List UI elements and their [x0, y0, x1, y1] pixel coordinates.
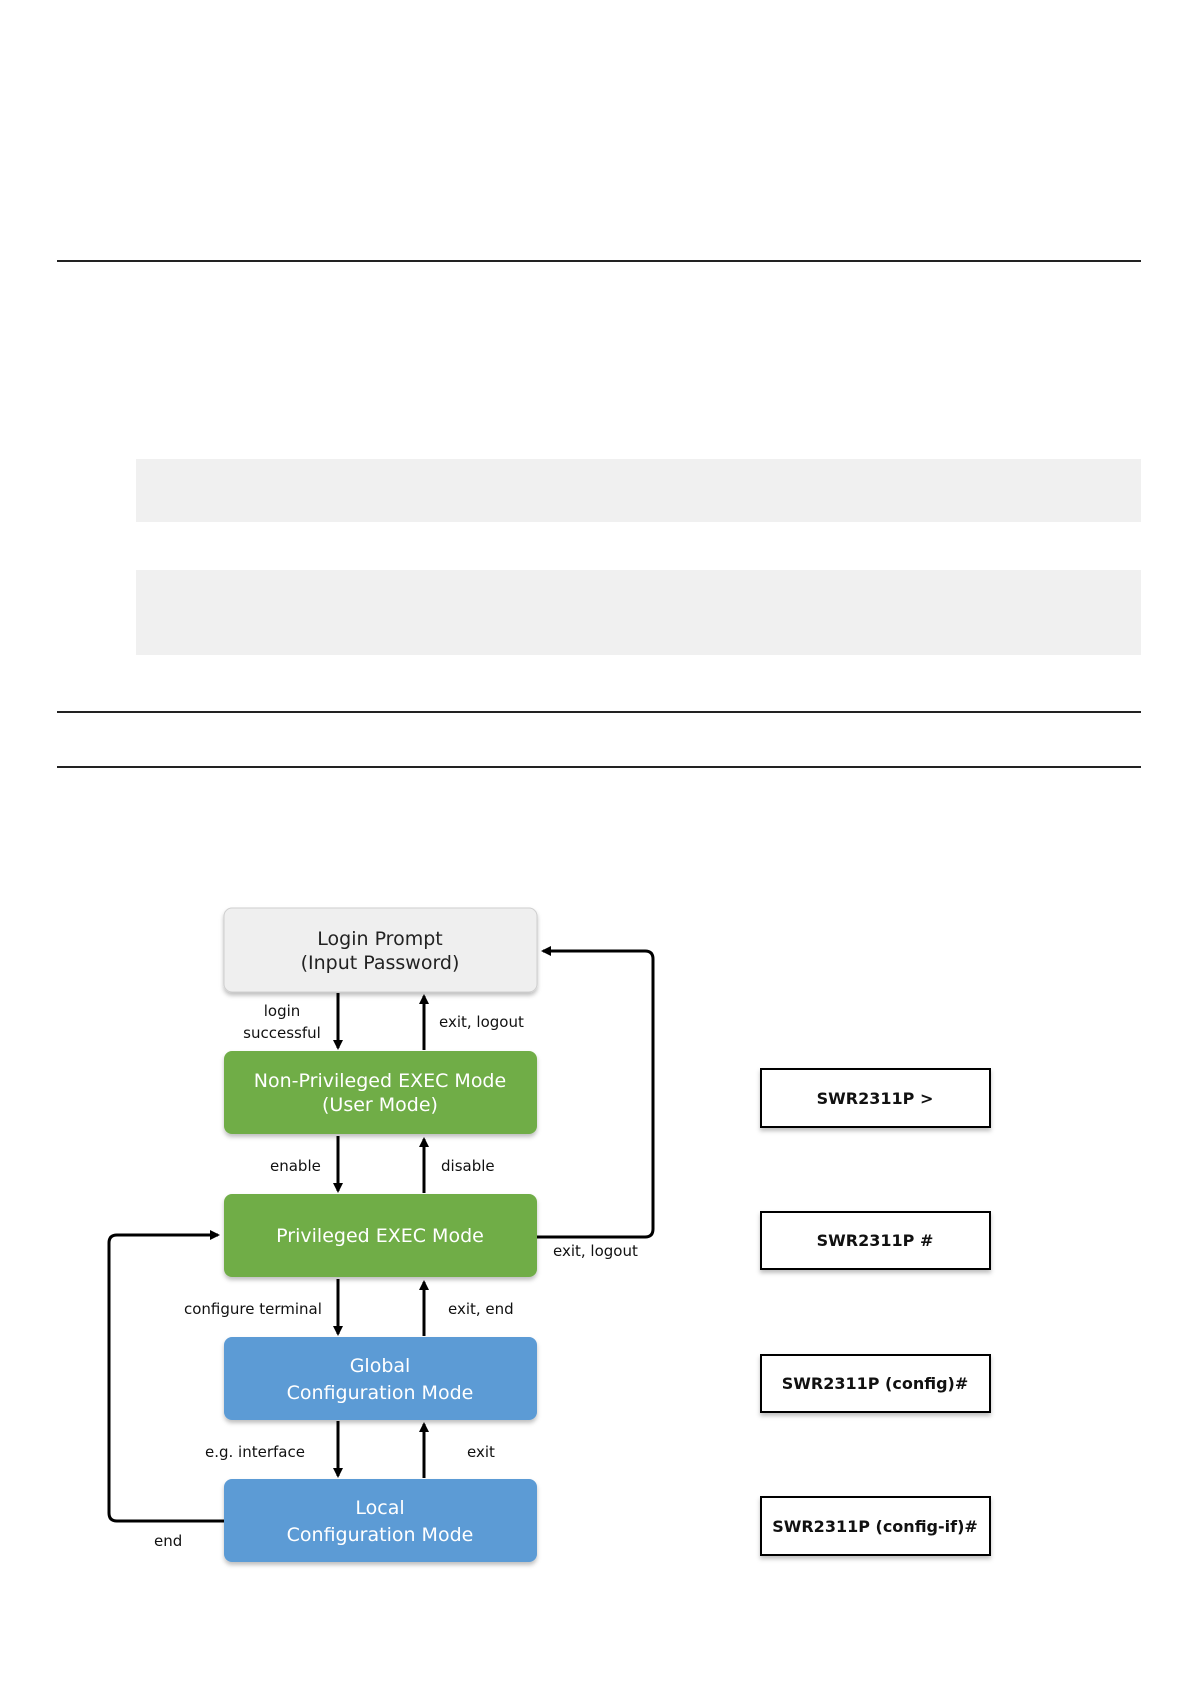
global-config-label: Global — [350, 1355, 411, 1377]
user-mode-box: Non-Privileged EXEC Mode (User Mode) — [224, 1051, 537, 1134]
label-exit-logout-top: exit, logout — [439, 1013, 524, 1031]
shaded-block-1 — [136, 459, 1141, 522]
label-successful: successful — [243, 1024, 321, 1042]
label-eg-interface: e.g. interface — [205, 1443, 305, 1461]
label-login: login — [264, 1002, 301, 1020]
middle-rule — [57, 711, 1141, 713]
top-rule — [57, 260, 1141, 262]
local-config-sublabel: Configuration Mode — [287, 1524, 474, 1546]
label-configure-terminal: configure terminal — [184, 1300, 322, 1318]
global-config-mode-box: Global Configuration Mode — [224, 1337, 537, 1420]
privileged-mode-box: Privileged EXEC Mode — [224, 1194, 537, 1277]
lower-rule — [57, 766, 1141, 768]
login-prompt-label: Login Prompt — [317, 928, 442, 950]
prompt-config-if-text: SWR2311P (config-if)# — [772, 1517, 978, 1536]
arrow-privileged-to-login — [537, 946, 655, 1239]
label-exit-end: exit, end — [448, 1300, 514, 1318]
prompt-user-text: SWR2311P > — [817, 1089, 934, 1108]
prompt-box-config-if: SWR2311P (config-if)# — [760, 1496, 991, 1556]
user-mode-sublabel: (User Mode) — [322, 1094, 438, 1116]
user-mode-label: Non-Privileged EXEC Mode — [254, 1070, 506, 1092]
prompt-config-text: SWR2311P (config)# — [782, 1374, 969, 1393]
global-config-sublabel: Configuration Mode — [287, 1382, 474, 1404]
label-enable: enable — [270, 1157, 321, 1175]
arrow-local-to-privileged — [107, 1230, 224, 1523]
privileged-mode-label: Privileged EXEC Mode — [276, 1225, 484, 1247]
label-end: end — [154, 1532, 182, 1550]
label-exit-logout-right: exit, logout — [553, 1242, 638, 1260]
local-config-label: Local — [355, 1497, 404, 1519]
label-disable: disable — [441, 1157, 495, 1175]
shaded-block-2 — [136, 570, 1141, 655]
login-prompt-box: Login Prompt (Input Password) — [223, 907, 538, 993]
label-exit: exit — [467, 1443, 495, 1461]
local-config-mode-box: Local Configuration Mode — [224, 1479, 537, 1562]
prompt-box-user: SWR2311P > — [760, 1068, 991, 1128]
prompt-box-config: SWR2311P (config)# — [760, 1354, 991, 1413]
login-prompt-sublabel: (Input Password) — [301, 952, 460, 974]
prompt-privileged-text: SWR2311P # — [817, 1231, 934, 1250]
prompt-box-privileged: SWR2311P # — [760, 1211, 991, 1270]
